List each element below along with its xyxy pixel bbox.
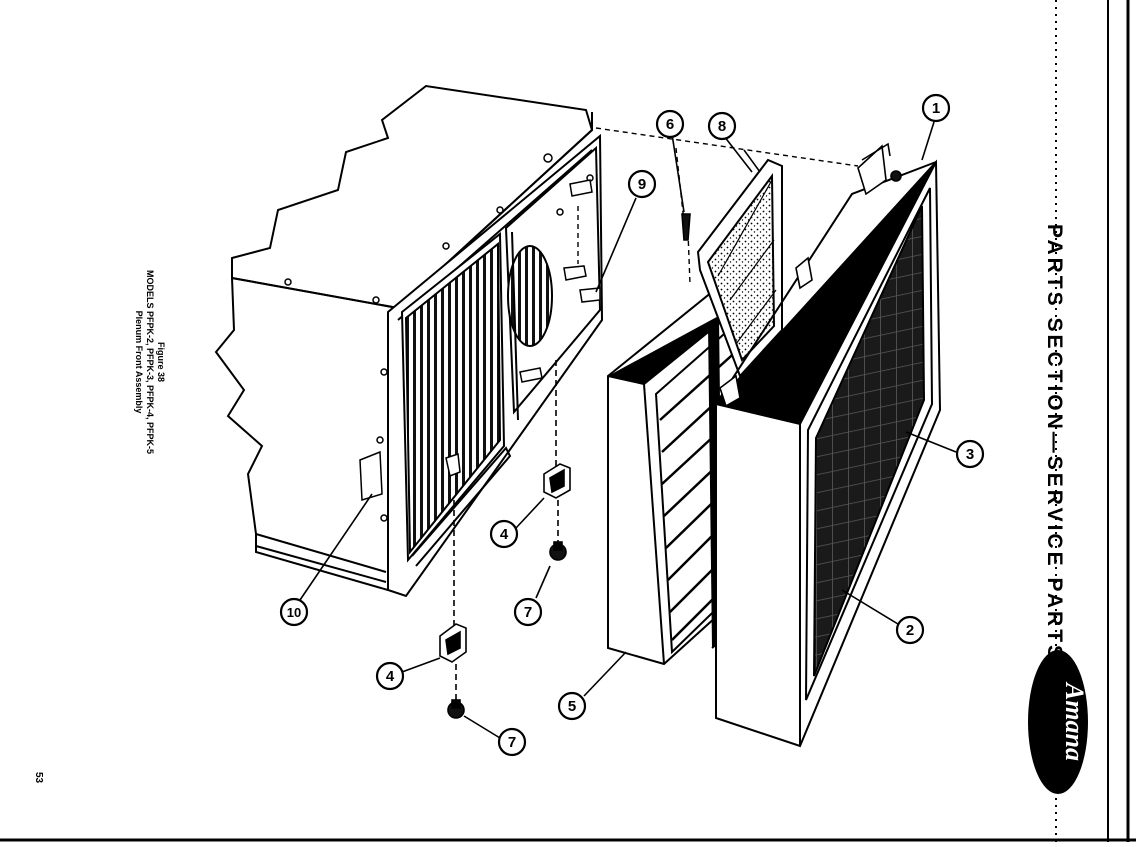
panel-latches [719,142,902,408]
callout-circle-1 [921,93,951,123]
callout-circle-7-lower [497,727,527,757]
callout-number: 9 [638,176,646,193]
callout-number: 5 [568,698,576,715]
callout-circle-4-upper [489,519,519,549]
clip-and-bolt-upper [543,360,571,561]
callout-number: 2 [906,622,914,639]
callout-number: 3 [966,446,974,463]
figure-models: MODELS PFPK-2, PFPK-3, PFPK-4, PFPK-5 [145,270,155,455]
callout-circle-8 [707,111,737,141]
brand-logo-text: Amana [1060,681,1089,761]
callout-number: 8 [718,118,726,135]
figure-caption: Figure 38 MODELS PFPK-2, PFPK-3, PFPK-4,… [133,270,166,454]
callout-circle-3 [955,439,985,469]
callout-leaders [299,121,957,739]
section-title: PARTS SECTION—SERVICE PARTS [1043,224,1066,663]
callout-circle-10 [279,597,309,627]
plenum-housing [214,84,604,598]
callout-number: 10 [287,605,301,620]
brand-logo: Amana [1028,650,1089,794]
figure-name: Plenum Front Assembly [134,310,144,414]
callout-markers [279,93,985,757]
callout-number: 1 [932,100,940,117]
clip-and-bolt-lower [439,500,467,719]
callout-numbers: 1 2 3 4 4 5 6 7 7 8 9 10 [287,100,974,751]
page-number: 53 [33,772,44,784]
callout-circle-7-upper [513,597,543,627]
callout-number: 7 [524,604,532,621]
screw [681,213,691,241]
callout-circle-2 [895,615,925,645]
callout-circle-5 [557,691,587,721]
callout-circle-6 [655,109,685,139]
callout-circle-9 [627,169,657,199]
callout-number: 4 [386,668,395,685]
callout-number: 4 [500,526,509,543]
callout-number: 7 [508,734,516,751]
callout-number: 6 [666,116,674,133]
figure-number: Figure 38 [156,342,166,383]
front-grille-panel [715,159,942,748]
housing-hardware [284,153,601,522]
callout-circle-4-lower [375,661,405,691]
